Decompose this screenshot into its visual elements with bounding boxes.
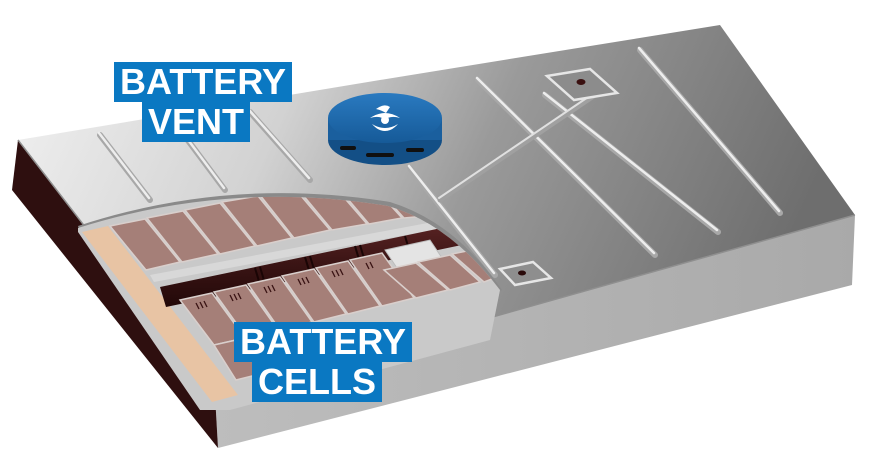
battery-vent-label-line1: BATTERY xyxy=(114,62,292,102)
battery-cells-label-line2: CELLS xyxy=(252,362,383,402)
vent-port-bottom xyxy=(497,260,554,287)
cell-vent-slits xyxy=(195,261,374,310)
casing-end-wall xyxy=(12,140,218,448)
battery-vent-label-line2: VENT xyxy=(142,102,251,142)
vent-port-top xyxy=(544,67,620,102)
battery-cells-label-line1: BATTERY xyxy=(234,322,412,362)
battery-cells-lower-row xyxy=(178,247,500,381)
battery-cells-label: BATTERY CELLS xyxy=(234,322,412,402)
battery-vent-cap xyxy=(328,93,442,165)
battery-vent-label: BATTERY VENT xyxy=(114,62,292,142)
vent-logo-icon xyxy=(370,105,400,131)
